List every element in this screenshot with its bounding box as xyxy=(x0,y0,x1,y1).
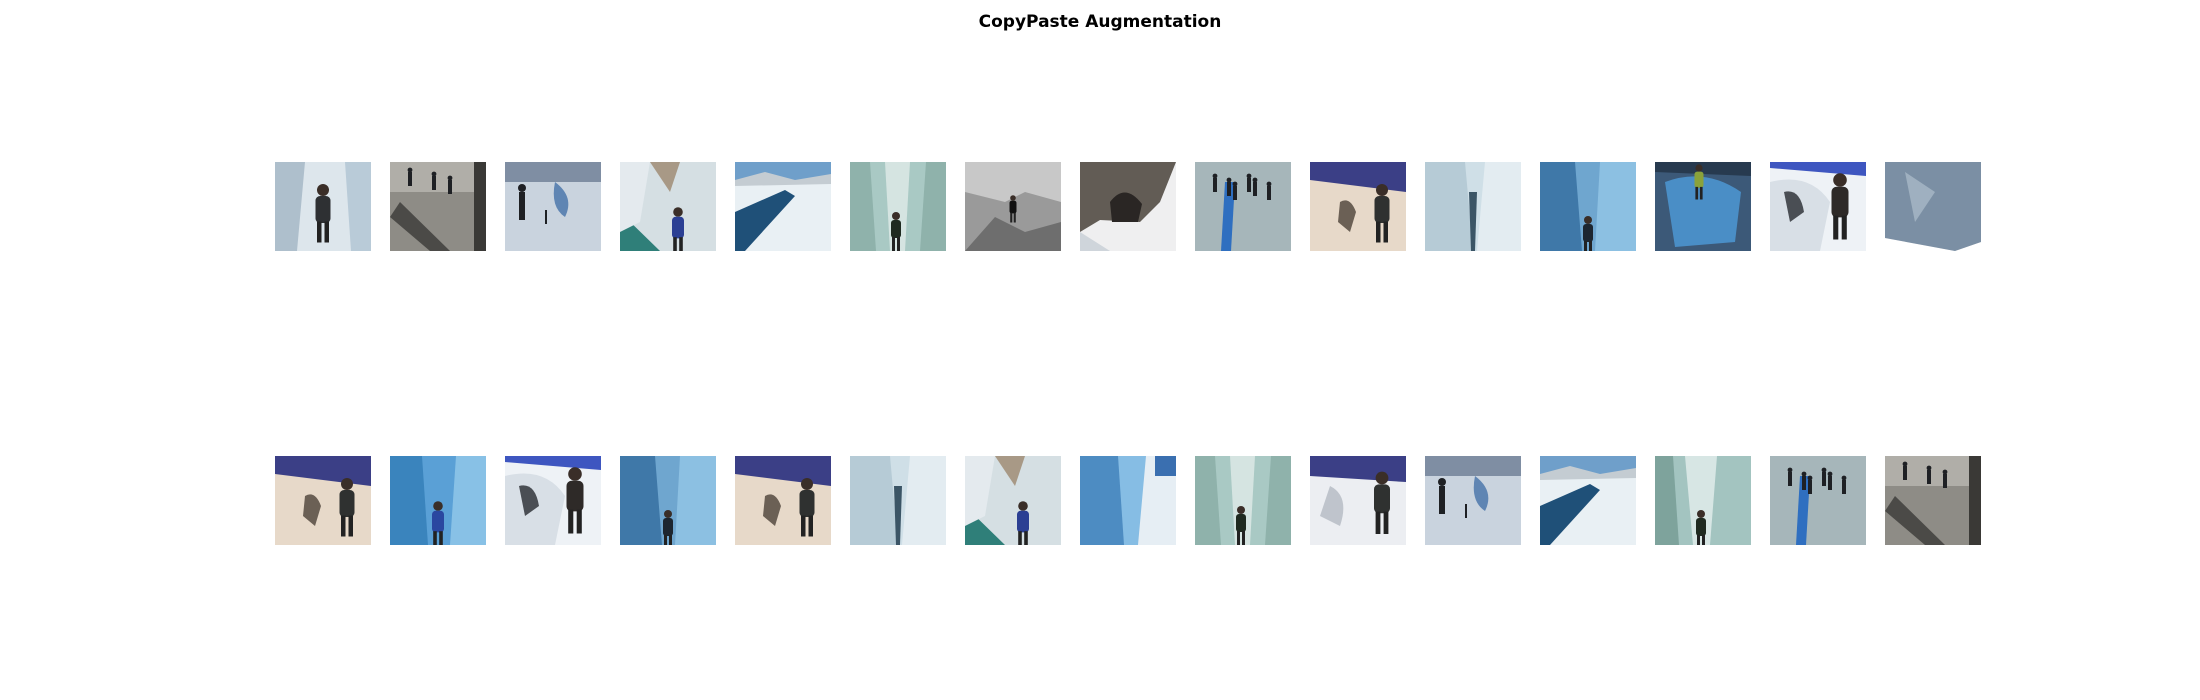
figure-title: CopyPaste Augmentation xyxy=(978,12,1222,32)
image-thumbnail-blue-ice-slot-bright xyxy=(1080,456,1176,545)
image-blue-ice-hikers xyxy=(505,162,601,251)
image-glacier-panorama-crevasse xyxy=(735,162,831,251)
image-gray-ice-wall xyxy=(1885,162,1981,251)
image-thumbnail-teal-ice-slot xyxy=(1195,456,1291,545)
image-teal-crevasse-person-blue-jacket xyxy=(965,456,1061,545)
image-thumbnail-climber-blue-ice-wall xyxy=(1655,162,1751,251)
image-ice-crevasse-with-person xyxy=(275,162,371,251)
image-thumbnail-blue-ice-slot xyxy=(620,456,716,545)
image-grayscale-glacier-climber xyxy=(965,162,1061,251)
image-grid-row-1 xyxy=(0,162,2200,251)
image-snow-person-blue-sky xyxy=(1770,162,1866,251)
image-thumbnail-gray-glacier-hikers xyxy=(390,162,486,251)
image-rock-cave-ice xyxy=(1080,162,1176,251)
image-thumbnail-navy-sky-person-on-sand xyxy=(275,456,371,545)
image-thumbnail-glacier-panorama-crevasse xyxy=(1540,456,1636,545)
image-thumbnail-teal-ice-slot-dark xyxy=(1655,456,1751,545)
image-thumbnail-rock-cave-ice xyxy=(1080,162,1176,251)
image-thumbnail-teal-ice-slot xyxy=(850,162,946,251)
image-teal-ice-slot xyxy=(1195,456,1291,545)
image-grid-row-2 xyxy=(0,456,2200,545)
image-thumbnail-blue-ice-slot xyxy=(1540,162,1636,251)
image-teal-ice-slot-dark xyxy=(1655,456,1751,545)
image-thumbnail-teal-crevasse-person-blue-jacket xyxy=(620,162,716,251)
image-navy-sky-person-on-sand xyxy=(735,456,831,545)
image-thumbnail-navy-sky-person-on-sand xyxy=(1310,162,1406,251)
image-navy-sky-person-on-sand xyxy=(1310,162,1406,251)
image-thumbnail-blue-ice-person-blue-jacket xyxy=(390,456,486,545)
image-thumbnail-ice-gully xyxy=(1425,162,1521,251)
image-thumbnail-blue-ice-hikers xyxy=(1425,456,1521,545)
image-thumbnail-navy-sky-person-on-snow xyxy=(1310,456,1406,545)
image-blue-ice-slot-bright xyxy=(1080,456,1176,545)
image-ice-gully xyxy=(850,456,946,545)
image-blue-ice-slot xyxy=(1540,162,1636,251)
image-blue-ice-hikers xyxy=(1425,456,1521,545)
image-blue-ice-slot xyxy=(620,456,716,545)
image-thumbnail-grayscale-glacier-climber xyxy=(965,162,1061,251)
image-ice-gully xyxy=(1425,162,1521,251)
image-navy-sky-person-on-sand xyxy=(275,456,371,545)
image-hiker-group-blue-ice xyxy=(1195,162,1291,251)
image-thumbnail-ice-gully xyxy=(850,456,946,545)
image-gray-glacier-hikers xyxy=(1885,456,1981,545)
image-glacier-panorama-crevasse xyxy=(1540,456,1636,545)
image-thumbnail-snow-person-blue-sky xyxy=(1770,162,1866,251)
image-thumbnail-gray-ice-wall xyxy=(1885,162,1981,251)
image-thumbnail-hiker-group-blue-ice xyxy=(1770,456,1866,545)
image-navy-sky-person-on-snow xyxy=(1310,456,1406,545)
image-teal-ice-slot xyxy=(850,162,946,251)
image-thumbnail-glacier-panorama-crevasse xyxy=(735,162,831,251)
image-gray-glacier-hikers xyxy=(390,162,486,251)
image-teal-crevasse-person-blue-jacket xyxy=(620,162,716,251)
image-thumbnail-teal-crevasse-person-blue-jacket xyxy=(965,456,1061,545)
image-thumbnail-navy-sky-person-on-sand xyxy=(735,456,831,545)
image-thumbnail-hiker-group-blue-ice xyxy=(1195,162,1291,251)
image-thumbnail-snow-person-blue-sky xyxy=(505,456,601,545)
image-thumbnail-gray-glacier-hikers xyxy=(1885,456,1981,545)
image-blue-ice-person-blue-jacket xyxy=(390,456,486,545)
image-thumbnail-blue-ice-hikers xyxy=(505,162,601,251)
image-climber-blue-ice-wall xyxy=(1655,162,1751,251)
image-thumbnail-ice-crevasse-with-person xyxy=(275,162,371,251)
image-snow-person-blue-sky xyxy=(505,456,601,545)
image-hiker-group-blue-ice xyxy=(1770,456,1866,545)
